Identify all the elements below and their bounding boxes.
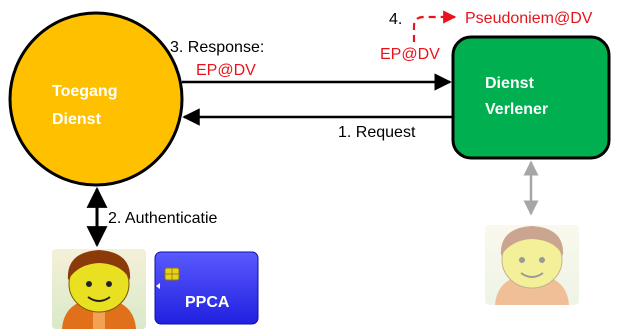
smartcard-icon: PPCA — [154, 251, 259, 325]
step4-source-label: EP@DV — [380, 46, 440, 63]
person-avatar-icon — [52, 249, 146, 329]
response-label: 3. Response: — [170, 39, 264, 56]
toegang-dienst-label-line1: Toegang — [52, 83, 117, 100]
authenticatie-label: 2. Authenticatie — [108, 210, 218, 227]
step4-dashed-arrow — [412, 10, 457, 42]
step4-number-label: 4. — [389, 11, 402, 28]
dienst-verlener-label-line1: Dienst — [485, 75, 535, 92]
toegang-dienst-node: Toegang Dienst — [8, 11, 184, 187]
request-label: 1. Request — [338, 124, 416, 141]
step4-target-label: Pseudoniem@DV — [465, 10, 593, 27]
toegang-dienst-label-line2: Dienst — [52, 111, 102, 128]
dienst-verlener-label-line2: Verlener — [485, 101, 548, 118]
dienst-verlener-node: Dienst Verlener — [451, 35, 611, 160]
ppca-label: PPCA — [185, 294, 230, 311]
response-payload-label: EP@DV — [196, 62, 256, 79]
person-avatar-faded-icon — [485, 225, 579, 305]
